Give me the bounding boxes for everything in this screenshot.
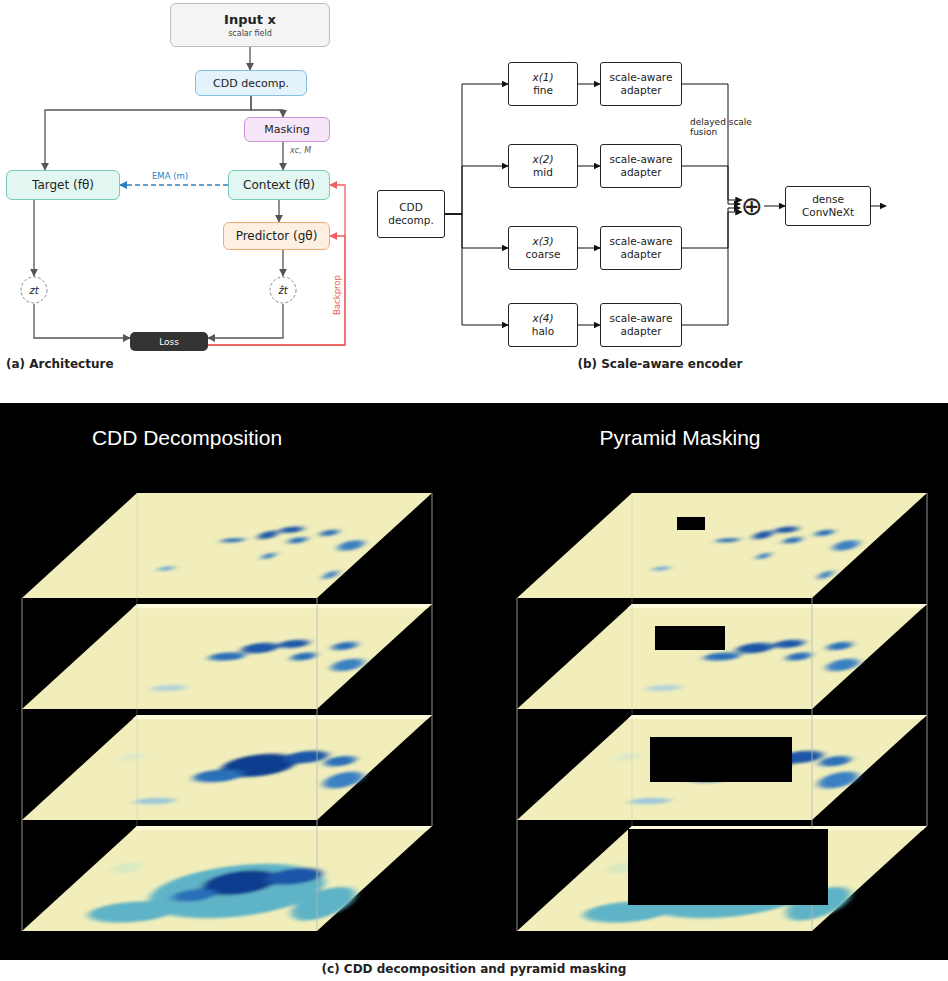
image-background (0, 403, 948, 960)
connector-arrow (682, 208, 740, 248)
input-box: Input x scalar field (170, 3, 330, 47)
node-text: zt (29, 285, 38, 296)
connector-arrow (578, 248, 600, 249)
connector-arrow (251, 96, 283, 117)
scale-box: x(4)halo (508, 303, 578, 347)
connector-arrow (33, 200, 34, 276)
connector-arrow (578, 166, 600, 167)
connector-arrow (282, 250, 283, 276)
connector-arrow (578, 84, 600, 85)
panel-caption: (b) Scale-aware encoder (550, 357, 770, 371)
node-text: Loss (159, 337, 179, 347)
image-title: CDD Decomposition (77, 426, 297, 450)
node-text: CDD decomp. (381, 201, 441, 227)
connector-arrow (682, 166, 740, 204)
connector-arrow (682, 212, 742, 325)
connector-arrow (208, 304, 283, 338)
circle-outline (270, 277, 296, 303)
predictor-box: Predictor (gθ) (223, 222, 330, 250)
node-text: halo (532, 325, 554, 338)
node-text: Context (fθ) (243, 178, 315, 192)
panel-caption: (c) CDD decomposition and pyramid maskin… (174, 962, 774, 976)
connector-arrow (445, 166, 508, 214)
node-text: scale-aware adapter (604, 71, 678, 97)
node-text: x(1) (532, 71, 553, 84)
node-text: x(2) (532, 153, 553, 166)
connector-arrow (249, 47, 250, 70)
connector-arrow (764, 206, 785, 207)
process-box: CDD decomp. (195, 70, 307, 96)
mask-block (655, 626, 725, 650)
connector-arrow (578, 325, 600, 326)
node-text: coarse (526, 248, 561, 261)
scale-box: x(1)fine (508, 62, 578, 106)
node-text: scale-aware adapter (604, 312, 678, 338)
decomposition-stack (22, 493, 435, 931)
connector-arrow (282, 142, 283, 170)
node-text: Predictor (gθ) (236, 229, 318, 243)
node-text: Masking (264, 123, 309, 136)
connector-arrow (45, 96, 251, 170)
image-title: Pyramid Masking (570, 426, 790, 450)
node-text: ẑt (278, 285, 287, 296)
edge-label: xc, M (290, 146, 330, 155)
panel-caption: (a) Architecture (6, 357, 206, 371)
mask-block (628, 829, 828, 905)
encoder-box: Target (fθ) (6, 170, 120, 200)
sum-node: ⊕ (740, 194, 764, 218)
node-text: fine (533, 84, 553, 97)
edge-label: Backprop (332, 270, 342, 320)
process-box: Masking (244, 117, 330, 142)
node-text: CDD decomp. (213, 77, 289, 90)
connector-arrow (445, 84, 508, 214)
node-text: x(3) (532, 235, 553, 248)
process-box: dense ConvNeXt (785, 186, 871, 226)
annotation: delayed scale fusion (690, 117, 760, 137)
adapter-box: scale-aware adapter (600, 226, 682, 270)
scale-box: x(2)mid (508, 144, 578, 188)
node-text: scale-aware adapter (604, 235, 678, 261)
node-text: dense ConvNeXt (789, 193, 867, 219)
adapter-box: scale-aware adapter (600, 144, 682, 188)
masked-stack (517, 493, 930, 931)
node-text: x(4) (532, 312, 553, 325)
output-arrow (871, 206, 886, 207)
connector-arrow (208, 185, 345, 345)
connector-arrow (445, 214, 508, 325)
edge-label: EMA (m) (130, 171, 210, 181)
embedding-circle: zt (20, 276, 48, 304)
adapter-box: scale-aware adapter (600, 303, 682, 347)
connector-arrow (445, 214, 508, 248)
node-text: Input x (224, 12, 276, 27)
mask-block (677, 517, 705, 530)
connector-arrow (120, 184, 228, 185)
node-text: Target (fθ) (32, 178, 94, 192)
node-text: scalar field (228, 29, 272, 38)
adapter-box: scale-aware adapter (600, 62, 682, 106)
encoder-box: Context (fθ) (228, 170, 330, 200)
circle-outline (21, 277, 47, 303)
mask-block (650, 737, 792, 782)
scale-box: x(3)coarse (508, 226, 578, 270)
embedding-circle: ẑt (269, 276, 297, 304)
connector-arrow (208, 236, 345, 345)
connector-arrow (682, 84, 742, 200)
node-text: scale-aware adapter (604, 153, 678, 179)
process-box: CDD decomp. (377, 190, 445, 238)
connector-arrow (34, 304, 130, 338)
connector-arrow (278, 200, 279, 222)
node-text: ⊕ (741, 194, 763, 218)
pyramid-masks (628, 517, 828, 905)
loss-box: Loss (130, 332, 208, 351)
node-text: mid (533, 166, 553, 179)
